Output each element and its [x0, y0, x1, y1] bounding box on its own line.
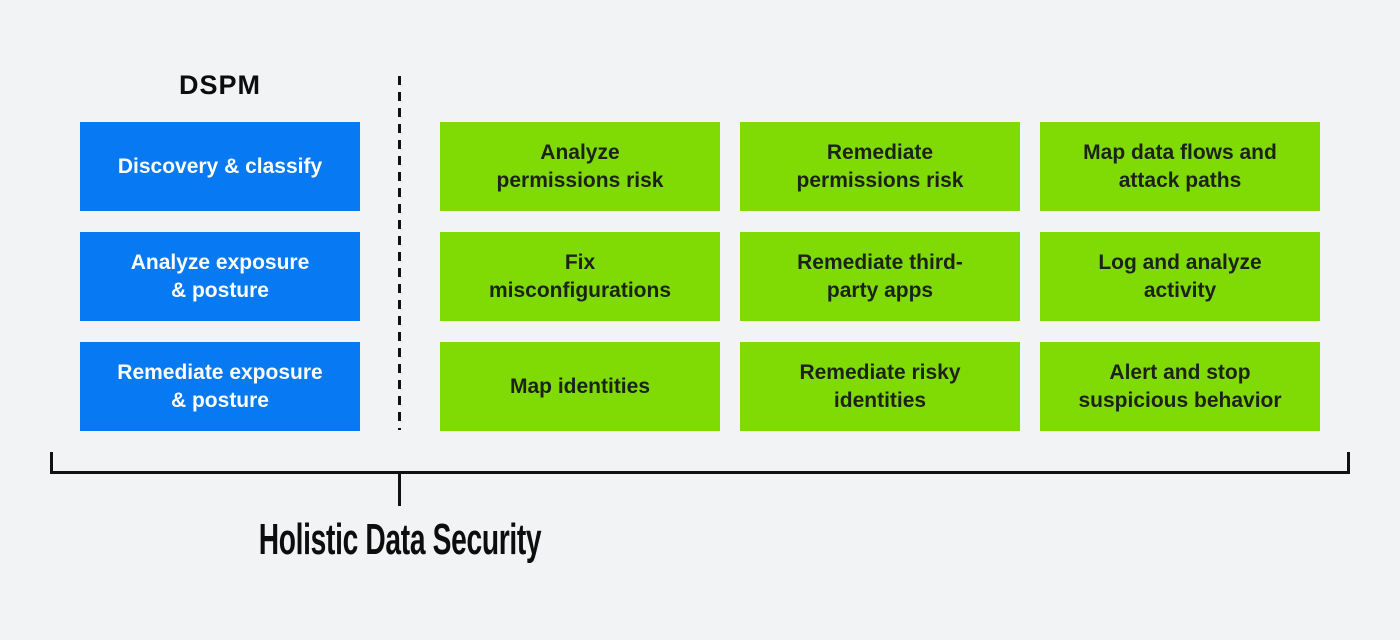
dashed-divider [398, 76, 401, 430]
dspm-box-remediate-exposure: Remediate exposure & posture [80, 342, 360, 431]
bracket-stem [398, 473, 401, 506]
capability-box-map-identities: Map identities [440, 342, 720, 431]
capability-box-analyze-permissions-risk: Analyze permissions risk [440, 122, 720, 211]
bracket-horizontal-line [50, 471, 1350, 474]
capability-box-log-analyze-activity: Log and analyze activity [1040, 232, 1320, 321]
dspm-column-title: DSPM [178, 70, 261, 100]
bracket-left-tick [50, 452, 53, 474]
capability-box-remediate-third-party-apps: Remediate third- party apps [740, 232, 1020, 321]
capability-box-remediate-permissions-risk: Remediate permissions risk [740, 122, 1020, 211]
holistic-data-security-label: Holistic Data Security [258, 515, 542, 564]
capability-box-fix-misconfigurations: Fix misconfigurations [440, 232, 720, 321]
capability-box-remediate-risky-identities: Remediate risky identities [740, 342, 1020, 431]
capability-box-alert-stop-suspicious: Alert and stop suspicious behavior [1040, 342, 1320, 431]
capability-box-map-data-flows: Map data flows and attack paths [1040, 122, 1320, 211]
dspm-box-analyze-exposure: Analyze exposure & posture [80, 232, 360, 321]
dspm-box-discovery-classify: Discovery & classify [80, 122, 360, 211]
bracket-right-tick [1347, 452, 1350, 474]
